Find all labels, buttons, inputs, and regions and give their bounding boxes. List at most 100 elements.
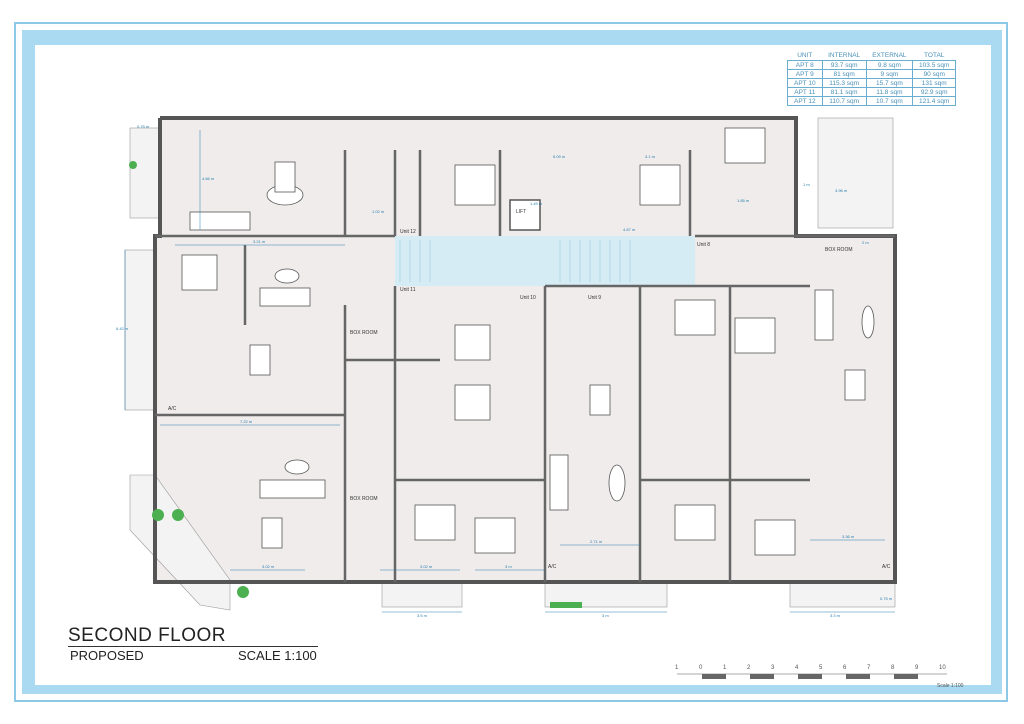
dining-table	[844, 369, 866, 401]
dimension-label: 1.49 m	[530, 201, 543, 206]
dimension-label: 3.5 m	[417, 613, 428, 618]
coffee-table	[274, 268, 300, 284]
scale-tick: 8	[891, 665, 895, 671]
dining-table	[274, 161, 296, 193]
terrace-d	[381, 581, 463, 608]
bed	[734, 317, 776, 354]
area-schedule-table: UNIT INTERNAL EXTERNAL TOTAL APT 8 93.7 …	[787, 50, 957, 106]
scale-tick: 1	[723, 665, 727, 671]
terrace-a	[129, 127, 161, 219]
coffee-table	[608, 464, 626, 502]
dimension-label: 7.22 m	[240, 419, 253, 424]
terrace-f	[789, 581, 896, 608]
box-room-label: BOX ROOM	[825, 247, 853, 253]
scale-tick: 1	[675, 665, 679, 671]
bed	[454, 164, 496, 206]
drawing-scale: SCALE 1:100	[238, 648, 317, 663]
bed	[181, 254, 218, 291]
coffee-table	[284, 459, 310, 475]
scale-tick: 6	[843, 665, 847, 671]
bed	[639, 164, 681, 206]
dimension-label: 3.02 m	[262, 564, 275, 569]
dimension-label: 3.96 m	[835, 188, 848, 193]
sofa	[549, 454, 569, 511]
dimension-label: 1.85 m	[737, 198, 750, 203]
unit-8-label: Unit 8	[697, 242, 710, 248]
bed	[454, 384, 491, 421]
scale-tick: 10	[939, 665, 946, 671]
dimension-label: 4.66 m	[202, 176, 215, 181]
dimension-label: 2.71 m	[590, 539, 603, 544]
room-labels: Unit 12 Unit 11 Unit 10 Unit 9 Unit 8 LI…	[168, 209, 891, 570]
dimension-label: 3.02 m	[420, 564, 433, 569]
scale-tick: 7	[867, 665, 871, 671]
dimension-label: 3.1 m	[645, 154, 656, 159]
lift-label: LIFT	[516, 209, 526, 215]
plant-icon	[129, 161, 137, 169]
sofa	[259, 287, 311, 307]
dimension-label: 1.02 m	[372, 209, 385, 214]
bed	[474, 517, 516, 554]
plant-icon	[237, 586, 249, 598]
dining-table	[249, 344, 271, 376]
table-row: APT 11 81.1 sqm 11.8 sqm 92.9 sqm	[787, 87, 957, 97]
dining-table	[261, 517, 283, 549]
sofa	[259, 479, 326, 499]
bed	[454, 324, 491, 361]
dimension-labels: 0.75 m 4.66 m 3.21 m 6.42 m 7.22 m 3.02 …	[116, 124, 893, 618]
scale-bar-label: Scale 1:100	[937, 683, 964, 689]
plant-icon	[152, 509, 164, 521]
sofa	[189, 211, 251, 231]
box-room-label: BOX ROOM	[350, 496, 378, 502]
dimension-label: 3.3 m	[830, 613, 841, 618]
bed	[674, 504, 716, 541]
stair-treads	[399, 240, 631, 282]
table-row: APT 8 93.7 sqm 9.8 sqm 103.5 sqm	[787, 60, 957, 70]
plant-icon	[172, 509, 184, 521]
box-room-label: BOX ROOM	[350, 330, 378, 336]
table-cell: 121.4 sqm	[912, 96, 957, 106]
sheet-border	[14, 22, 1008, 702]
bed	[754, 519, 796, 556]
bed	[674, 299, 716, 336]
furniture	[181, 127, 875, 556]
dimension-lines	[124, 130, 895, 613]
scale-bar: 1 0 1 2 3 4 5 6 7 8 9 10 Scale 1:100	[675, 665, 964, 689]
ac-unit-label: A/C	[168, 406, 177, 412]
scale-tick: 3	[771, 665, 775, 671]
ac-unit-label: A/C	[882, 564, 891, 570]
unit-10-label: Unit 10	[520, 295, 536, 301]
plant-icon	[550, 602, 582, 608]
title-underline	[68, 646, 318, 647]
lift-shaft	[509, 199, 541, 231]
scale-tick: 2	[747, 665, 751, 671]
scale-tick: 5	[819, 665, 823, 671]
terrace-g	[817, 117, 894, 229]
bed	[724, 127, 766, 164]
scale-tick: 9	[915, 665, 919, 671]
terrace-b	[124, 249, 156, 411]
unit-12-label: Unit 12	[400, 229, 416, 235]
unit-11-label: Unit 11	[400, 287, 416, 293]
plants	[129, 161, 582, 608]
coffee-table	[861, 305, 875, 339]
dining-table	[589, 384, 611, 416]
drawing-title: SECOND FLOOR	[68, 625, 227, 646]
bed	[414, 504, 456, 541]
dimension-label: 4.87 m	[623, 227, 636, 232]
dimension-label: 6.09 m	[553, 154, 566, 159]
interior-walls	[155, 150, 895, 582]
dimension-label: 3 m	[602, 613, 609, 618]
scale-tick: 0	[699, 665, 703, 671]
unit-9-label: Unit 9	[588, 295, 601, 301]
dimension-label: 3 m	[505, 564, 512, 569]
common-corridor	[395, 236, 695, 286]
dimension-label: 3.21 m	[253, 239, 266, 244]
dimension-label: 2 m	[862, 240, 869, 245]
dimension-label: 1 m	[803, 182, 810, 187]
dimension-label: 6.42 m	[116, 326, 129, 331]
sofa	[814, 289, 834, 341]
ac-unit-label: A/C	[548, 564, 557, 570]
dimension-label: 0.75 m	[880, 596, 893, 601]
